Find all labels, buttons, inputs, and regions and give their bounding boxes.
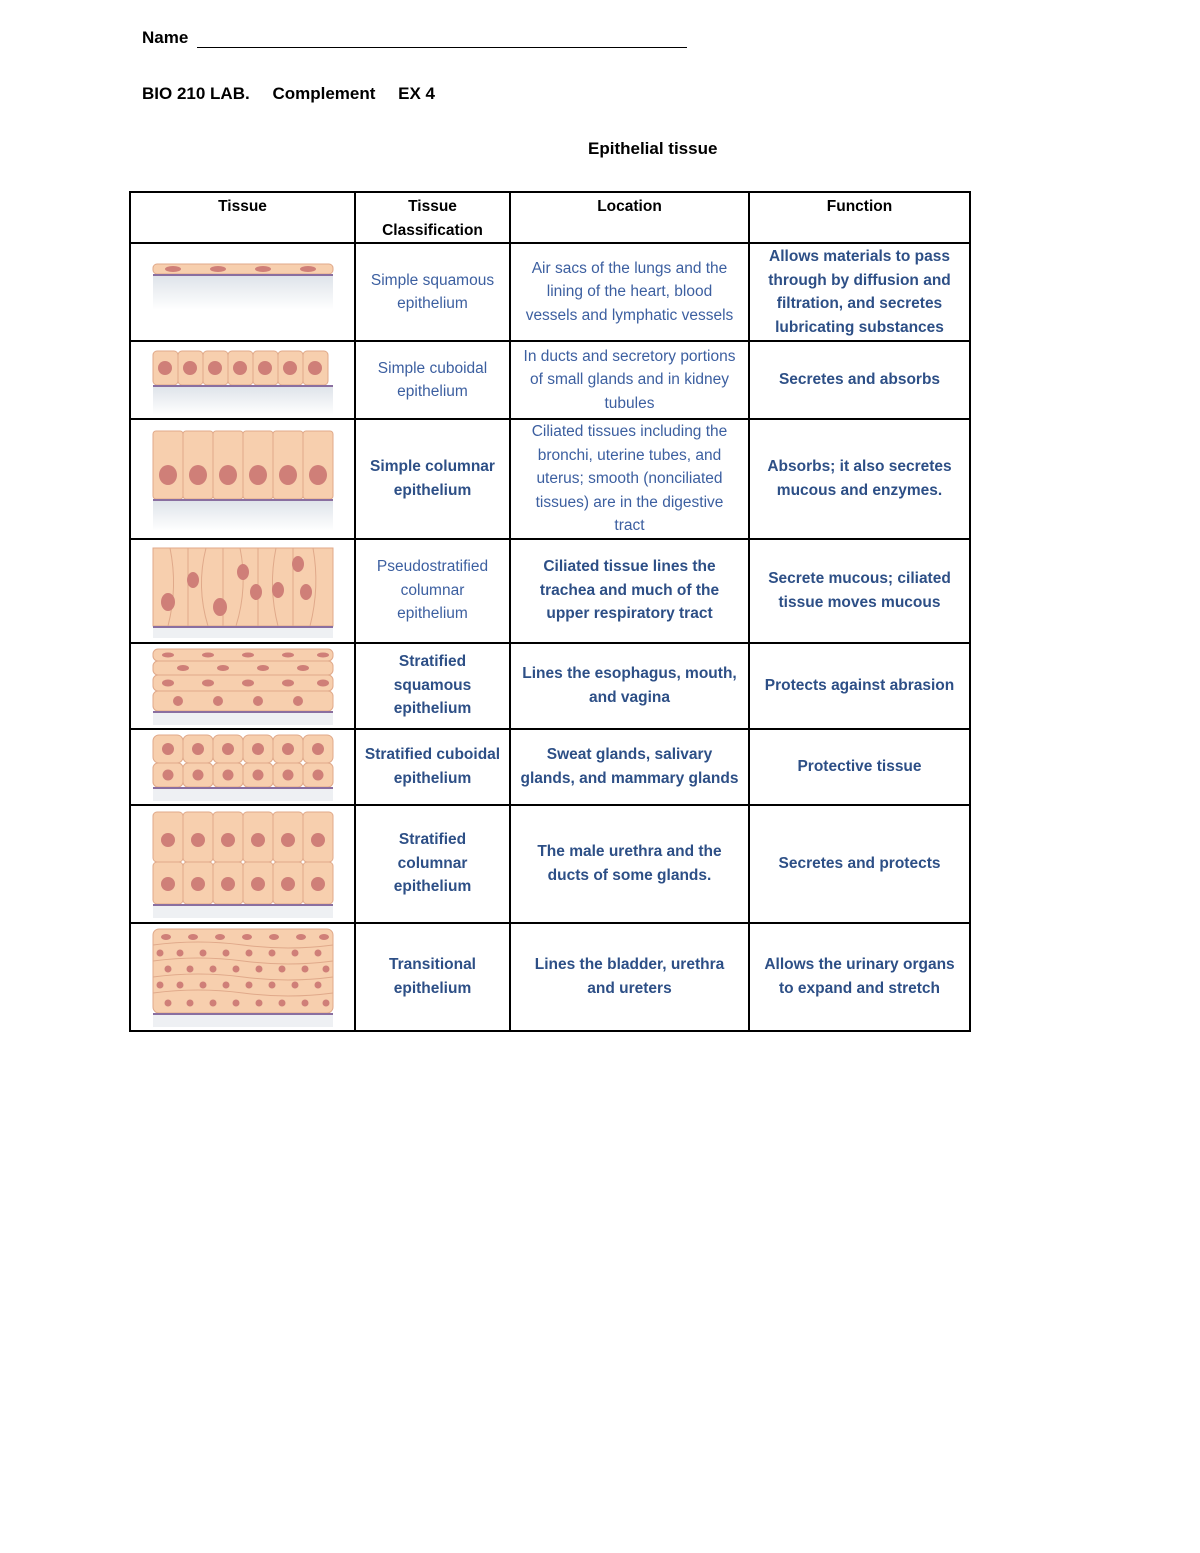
tissue-image-cell xyxy=(129,418,356,540)
classification-cell: Stratified squamous epithelium xyxy=(354,641,511,730)
document-title: Epithelial tissue xyxy=(588,139,718,158)
simple-squamous-illustration xyxy=(152,263,333,310)
table-row: Stratified columnar epithelium The male … xyxy=(129,803,971,924)
table-row: Simple columnar epithelium Ciliated tiss… xyxy=(129,418,971,540)
stratified-squamous-illustration xyxy=(152,648,333,725)
function-cell: Secretes and protects xyxy=(748,803,971,924)
column-header-classification: Tissue Classification xyxy=(354,191,511,244)
location-cell: Air sacs of the lungs and the lining of … xyxy=(509,242,750,342)
tissue-image-cell xyxy=(129,340,356,420)
table-row: Stratified squamous epithelium Lines the… xyxy=(129,641,971,730)
function-cell: Allows materials to pass through by diff… xyxy=(748,242,971,342)
table-header-row: Tissue Tissue Classification Location Fu… xyxy=(129,191,971,244)
epithelial-tissue-table: Tissue Tissue Classification Location Fu… xyxy=(129,191,971,1032)
location-cell: Sweat glands, salivary glands, and mamma… xyxy=(509,727,750,806)
table-row: Transitional epithelium Lines the bladde… xyxy=(129,921,971,1032)
classification-cell: Simple cuboidal epithelium xyxy=(354,340,511,420)
column-header-function: Function xyxy=(748,191,971,244)
location-cell: Ciliated tissues including the bronchi, … xyxy=(509,418,750,540)
tissue-image-cell xyxy=(129,537,356,644)
table-row: Simple squamous epithelium Air sacs of t… xyxy=(129,242,971,342)
classification-cell: Simple columnar epithelium xyxy=(354,418,511,540)
table-row: Pseudostratified columnar epithelium Cil… xyxy=(129,537,971,644)
location-cell: Lines the bladder, urethra and ureters xyxy=(509,921,750,1032)
column-header-tissue: Tissue xyxy=(129,191,356,244)
tissue-image-cell xyxy=(129,641,356,730)
classification-cell: Stratified cuboidal epithelium xyxy=(354,727,511,806)
stratified-columnar-illustration xyxy=(152,811,333,918)
column-header-location: Location xyxy=(509,191,750,244)
name-field[interactable] xyxy=(197,29,688,48)
name-label: Name xyxy=(142,28,189,47)
complement-label: Complement xyxy=(272,84,376,103)
classification-cell: Transitional epithelium xyxy=(354,921,511,1032)
exercise-label: EX 4 xyxy=(398,84,435,103)
classification-cell: Simple squamous epithelium xyxy=(354,242,511,342)
tissue-image-cell xyxy=(129,803,356,924)
name-line: Name xyxy=(142,28,688,48)
function-cell: Allows the urinary organs to expand and … xyxy=(748,921,971,1032)
tissue-image-cell xyxy=(129,242,356,342)
table-row: Stratified cuboidal epithelium Sweat gla… xyxy=(129,727,971,806)
function-cell: Protective tissue xyxy=(748,727,971,806)
course-label: BIO 210 LAB. xyxy=(142,84,250,103)
table-row: Simple cuboidal epithelium In ducts and … xyxy=(129,340,971,420)
course-line: BIO 210 LAB. Complement EX 4 xyxy=(142,84,453,104)
function-cell: Secretes and absorbs xyxy=(748,340,971,420)
function-cell: Absorbs; it also secretes mucous and enz… xyxy=(748,418,971,540)
stratified-cuboidal-illustration xyxy=(152,734,333,801)
location-cell: In ducts and secretory portions of small… xyxy=(509,340,750,420)
function-cell: Protects against abrasion xyxy=(748,641,971,730)
tissue-image-cell xyxy=(129,921,356,1032)
location-cell: Lines the esophagus, mouth, and vagina xyxy=(509,641,750,730)
classification-cell: Pseudostratified columnar epithelium xyxy=(354,537,511,644)
transitional-illustration xyxy=(152,928,333,1027)
pseudostratified-illustration xyxy=(152,547,333,638)
classification-cell: Stratified columnar epithelium xyxy=(354,803,511,924)
tissue-image-cell xyxy=(129,727,356,806)
simple-columnar-illustration xyxy=(152,430,333,531)
simple-cuboidal-illustration xyxy=(152,350,333,415)
location-cell: Ciliated tissue lines the trachea and mu… xyxy=(509,537,750,644)
location-cell: The male urethra and the ducts of some g… xyxy=(509,803,750,924)
function-cell: Secrete mucous; ciliated tissue moves mu… xyxy=(748,537,971,644)
